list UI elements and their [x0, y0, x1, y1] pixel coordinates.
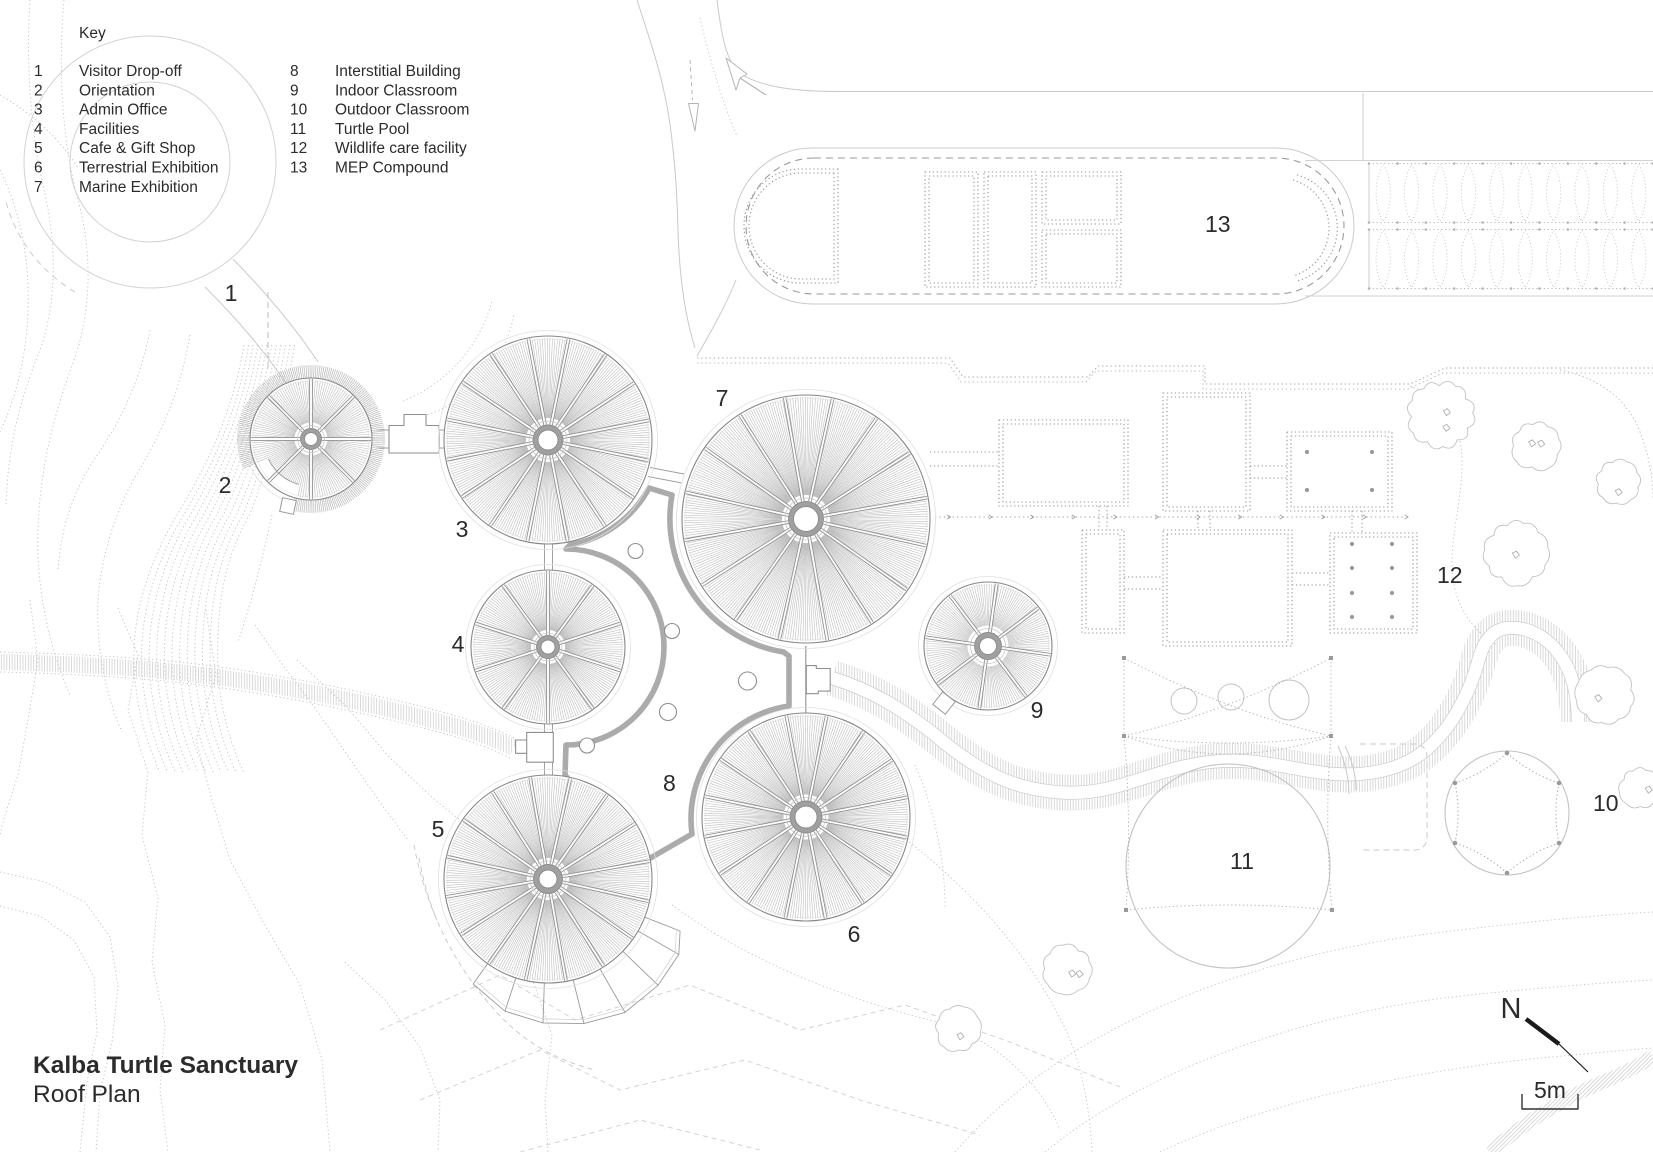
svg-text:3: 3	[34, 102, 43, 119]
svg-text:2: 2	[34, 82, 43, 99]
svg-text:1: 1	[34, 63, 43, 80]
svg-text:Wildlife care facility: Wildlife care facility	[335, 140, 467, 157]
svg-text:5: 5	[432, 816, 445, 842]
svg-text:Orientation: Orientation	[79, 82, 155, 99]
svg-text:Visitor Drop-off: Visitor Drop-off	[79, 63, 182, 80]
svg-text:Marine Exhibition: Marine Exhibition	[79, 179, 198, 196]
svg-text:Key: Key	[79, 25, 106, 42]
svg-text:Outdoor Classroom: Outdoor Classroom	[335, 102, 469, 119]
svg-text:MEP Compound: MEP Compound	[335, 160, 448, 177]
svg-text:7: 7	[716, 385, 729, 411]
svg-text:9: 9	[1031, 697, 1044, 723]
svg-text:9: 9	[290, 82, 299, 99]
svg-text:Indoor Classroom: Indoor Classroom	[335, 82, 457, 99]
svg-text:Admin Office: Admin Office	[79, 102, 167, 119]
svg-text:8: 8	[663, 770, 676, 796]
svg-text:12: 12	[290, 140, 307, 157]
svg-text:Roof Plan: Roof Plan	[33, 1081, 141, 1108]
svg-text:12: 12	[1437, 562, 1463, 588]
svg-text:Interstitial Building: Interstitial Building	[335, 63, 461, 80]
svg-text:10: 10	[290, 102, 308, 119]
svg-text:10: 10	[1593, 790, 1619, 816]
svg-text:13: 13	[1205, 211, 1231, 237]
svg-text:2: 2	[219, 472, 232, 498]
svg-text:N: N	[1501, 993, 1522, 1025]
svg-text:11: 11	[1230, 848, 1254, 874]
svg-text:6: 6	[34, 160, 43, 177]
svg-text:11: 11	[290, 121, 306, 138]
svg-text:Turtle Pool: Turtle Pool	[335, 121, 409, 138]
svg-text:3: 3	[456, 516, 469, 542]
svg-text:Kalba Turtle Sanctuary: Kalba Turtle Sanctuary	[33, 1052, 298, 1079]
svg-text:Terrestrial Exhibition: Terrestrial Exhibition	[79, 160, 219, 177]
svg-text:4: 4	[452, 631, 465, 657]
svg-text:13: 13	[290, 160, 307, 177]
svg-text:4: 4	[34, 121, 43, 138]
svg-text:8: 8	[290, 63, 299, 80]
svg-text:5: 5	[34, 140, 43, 157]
svg-text:7: 7	[34, 179, 43, 196]
svg-text:1: 1	[225, 280, 238, 306]
svg-text:Facilities: Facilities	[79, 121, 140, 138]
svg-text:5m: 5m	[1534, 1077, 1566, 1103]
svg-text:6: 6	[848, 921, 861, 947]
svg-text:Cafe & Gift Shop: Cafe & Gift Shop	[79, 140, 195, 157]
